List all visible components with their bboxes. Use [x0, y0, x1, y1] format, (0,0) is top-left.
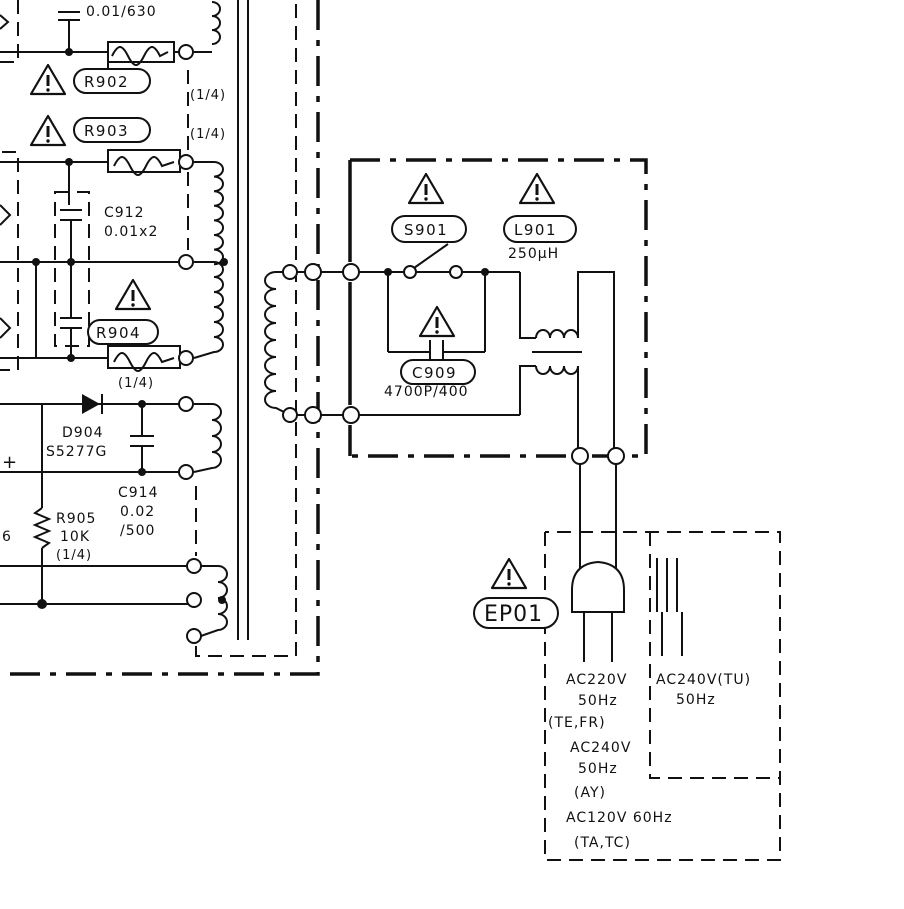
ep01-tag — [473, 597, 559, 629]
r902-watt: (1/4) — [190, 88, 226, 103]
c-top-value: 0.01/630 — [86, 4, 157, 20]
r904-label: R904 — [96, 324, 141, 342]
plug-note-8: (TA,TC) — [574, 835, 631, 851]
plug-note-7: AC120V 60Hz — [566, 810, 673, 826]
s901-tag — [391, 215, 467, 243]
r905-label: R905 — [56, 511, 96, 527]
l901-value: 250µH — [508, 246, 559, 262]
plug-note-2: 50Hz — [578, 693, 618, 709]
connector-section — [264, 263, 520, 424]
r904-tag — [87, 319, 159, 345]
ac-plug-icon — [571, 560, 625, 613]
warning-triangle-icon — [407, 172, 445, 205]
plug-alt-2: 50Hz — [676, 692, 716, 708]
d904-part: S5277G — [46, 444, 107, 460]
plug-note-6: (AY) — [574, 785, 606, 801]
left-edge-digit: 6 — [2, 529, 12, 545]
warning-triangle-icon — [418, 305, 456, 338]
left-circuit — [0, 0, 320, 676]
r902-tag — [73, 68, 151, 94]
l901-label: L901 — [514, 221, 557, 239]
ac-plug-section — [544, 464, 781, 861]
c912-value: 0.01x2 — [104, 224, 158, 240]
r903-watt: (1/4) — [190, 127, 226, 142]
plug-note-3: (TE,FR) — [548, 715, 606, 731]
line-filter-box — [348, 158, 648, 465]
plug-note-1: AC220V — [566, 672, 627, 688]
c914-value-1: 0.02 — [120, 504, 155, 520]
c914-label: C914 — [118, 485, 159, 501]
plug-alt-1: AC240V(TU) — [656, 672, 751, 688]
d904-label: D904 — [62, 425, 104, 441]
s901-label: S901 — [404, 221, 448, 239]
r902-label: R902 — [84, 73, 129, 91]
warning-triangle-icon — [490, 557, 528, 590]
l901-tag — [503, 215, 577, 243]
r905-value: 10K — [60, 529, 90, 545]
warning-triangle-icon — [29, 63, 67, 96]
warning-triangle-icon — [518, 172, 556, 205]
warning-triangle-icon — [114, 278, 152, 311]
warning-triangle-icon — [29, 114, 67, 147]
ep01-label: EP01 — [484, 602, 543, 627]
c909-value: 4700P/400 — [384, 384, 469, 400]
plug-note-5: 50Hz — [578, 761, 618, 777]
c912-label: C912 — [104, 205, 145, 221]
r905-watt: (1/4) — [56, 548, 92, 563]
r903-tag — [73, 117, 151, 143]
c909-tag — [400, 359, 476, 385]
c909-label: C909 — [412, 364, 457, 382]
r904-watt: (1/4) — [118, 376, 154, 391]
c914-value-2: /500 — [120, 523, 155, 539]
r903-label: R903 — [84, 122, 129, 140]
plus-sign: + — [2, 452, 18, 473]
plug-note-4: AC240V — [570, 740, 631, 756]
